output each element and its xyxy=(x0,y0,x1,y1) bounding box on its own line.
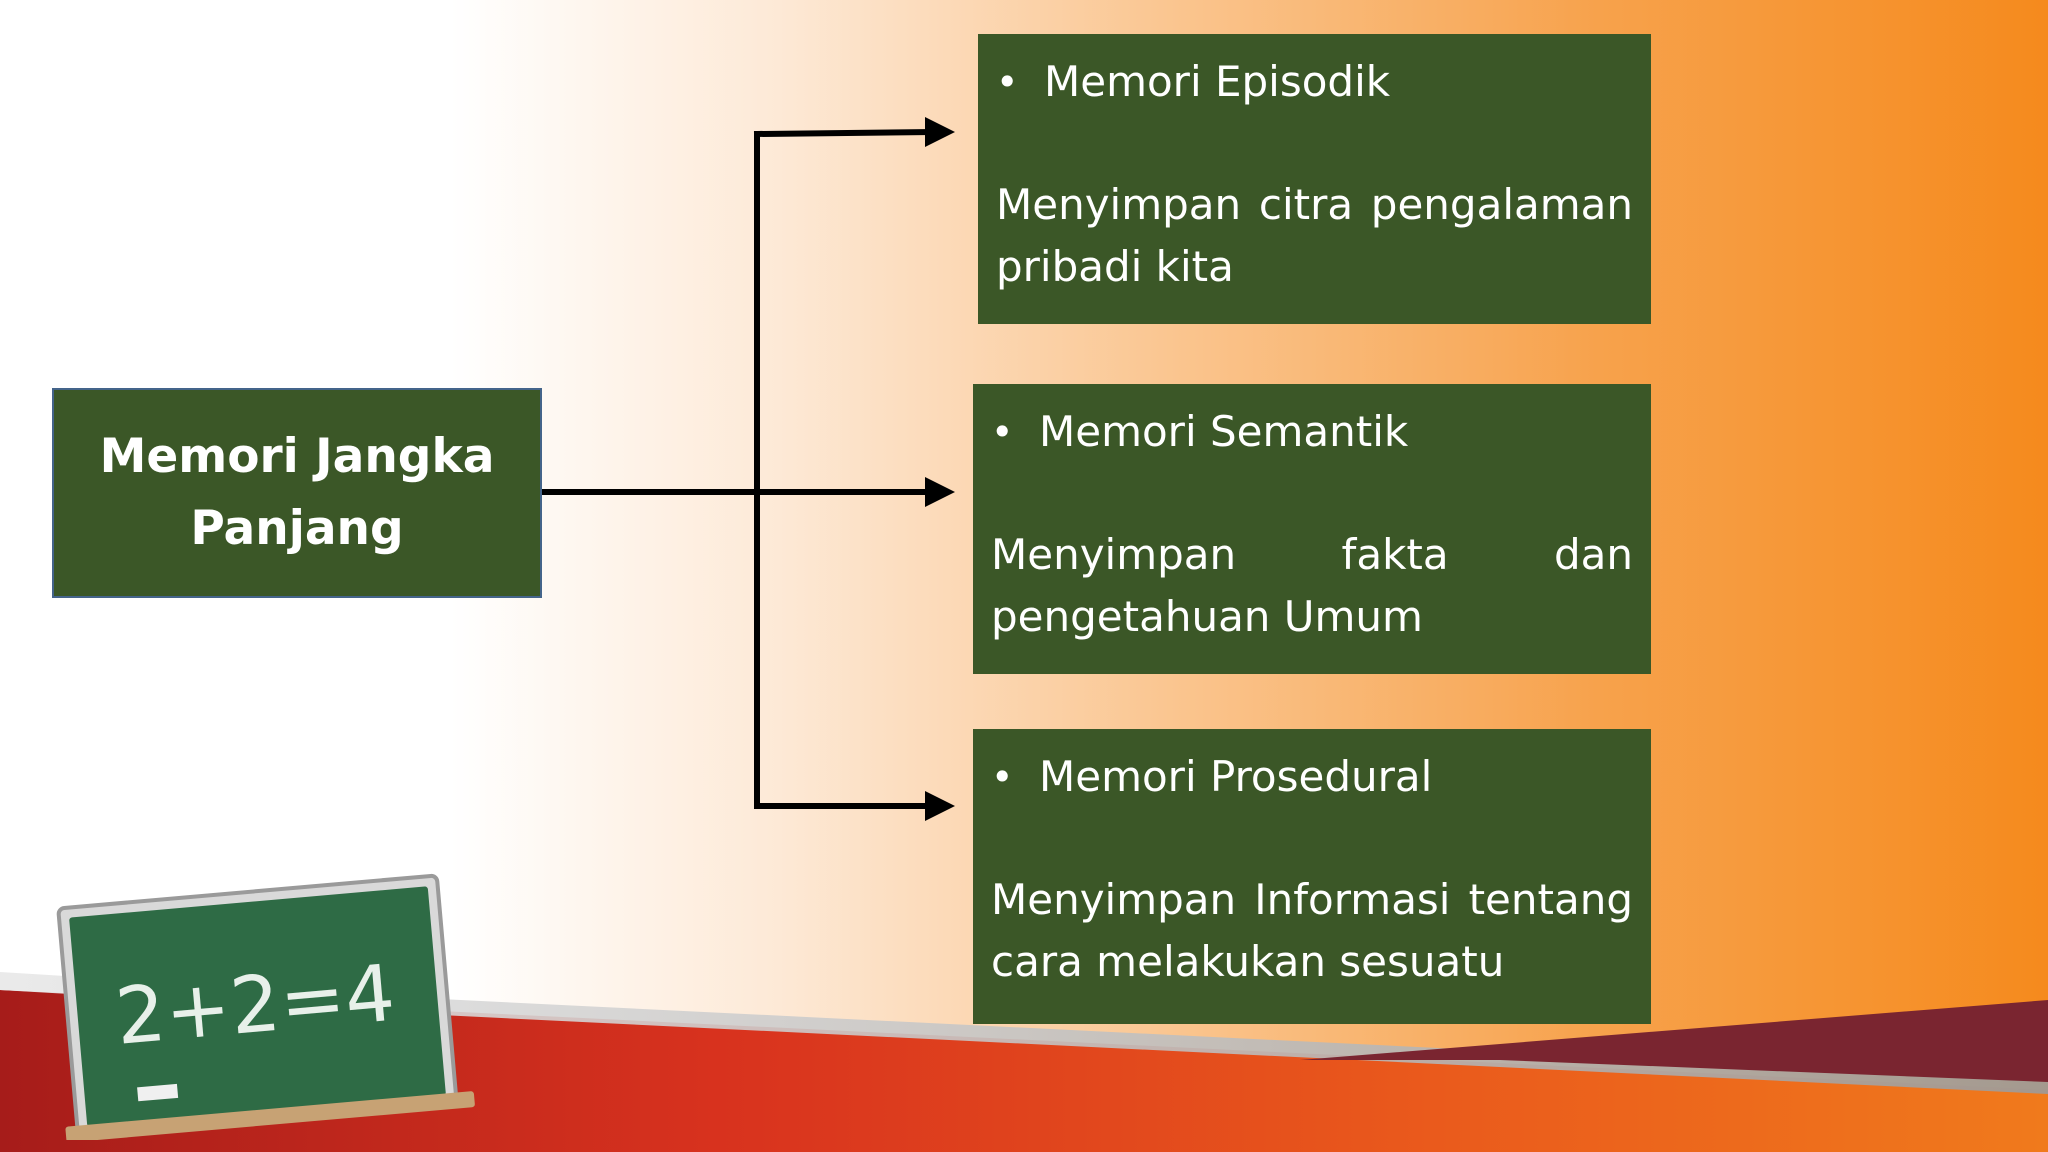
chalk-piece xyxy=(137,1083,179,1102)
bullet-icon: • xyxy=(991,755,1014,799)
child-node-prosedural: • Memori Prosedural Menyimpan Informasi … xyxy=(973,729,1651,1024)
child-title-row: • Memori Prosedural xyxy=(991,747,1633,807)
child-description: Menyimpan Informasi tentang cara melakuk… xyxy=(991,875,1633,986)
root-node-box: Memori Jangka Panjang xyxy=(52,388,542,598)
arrowhead-3 xyxy=(925,791,955,821)
child-description: Menyimpan citra pengalaman pribadi kita xyxy=(996,180,1633,291)
child-title-row: • Memori Episodik xyxy=(996,52,1633,112)
chalkboard-surface xyxy=(69,886,446,1127)
root-node-title: Memori Jangka Panjang xyxy=(99,429,495,556)
child-title: Memori Semantik xyxy=(1039,407,1409,456)
chalkboard-icon: 2+2=4 xyxy=(56,873,475,1140)
child-title-row: • Memori Semantik xyxy=(991,402,1633,462)
band-red-shape xyxy=(0,990,2048,1152)
child-title: Memori Prosedural xyxy=(1039,752,1433,801)
child-description: Menyimpan fakta dan pengetahuan Umum xyxy=(991,530,1633,641)
arrowhead-1 xyxy=(925,117,955,147)
arrowhead-2 xyxy=(925,477,955,507)
bullet-icon: • xyxy=(996,60,1019,104)
chalkboard-tray xyxy=(65,1091,475,1140)
child-node-semantik: • Memori Semantik Menyimpan fakta dan pe… xyxy=(973,384,1651,674)
band-silver-stripe xyxy=(0,972,2048,1094)
child-node-episodik: • Memori Episodik Menyimpan citra pengal… xyxy=(978,34,1651,324)
bullet-icon: • xyxy=(991,410,1014,454)
band-dark-shape xyxy=(1300,1000,2048,1082)
connector-branch-1 xyxy=(753,128,934,138)
child-title: Memori Episodik xyxy=(1044,57,1391,106)
